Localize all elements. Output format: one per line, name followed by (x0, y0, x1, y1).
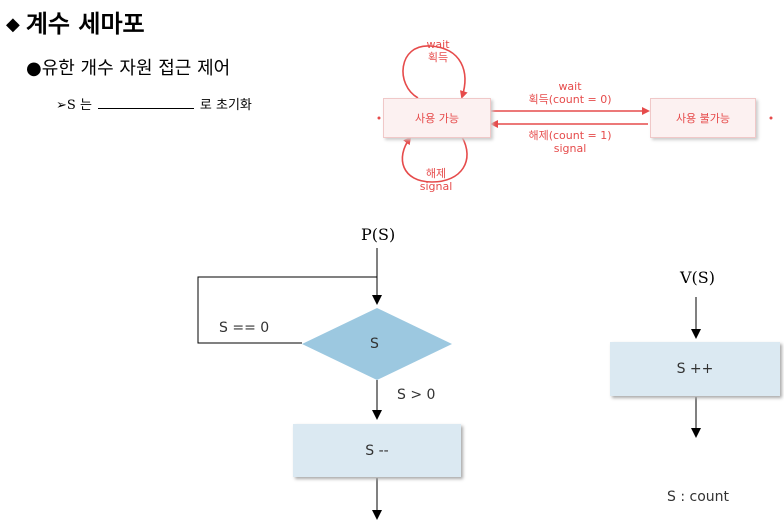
state-available-label: 사용 가능 (415, 112, 459, 125)
p-action-box: S -- (293, 424, 461, 477)
page-title: ◆계수 세마포 (6, 4, 145, 39)
p-exit-label: S > 0 (397, 387, 436, 403)
p-condition-label: S (370, 336, 379, 352)
p-flow-title: P(S) (361, 225, 396, 244)
sub-bullet-item: ➢S 는 로 초기화 (56, 94, 252, 113)
loop-bottom-arrow (401, 136, 468, 183)
sub-bullet-after: 로 초기화 (199, 98, 252, 113)
sub-bullet-var: S (66, 98, 76, 113)
state-unavailable-box: 사용 불가능 (650, 98, 756, 138)
v-action-box: S ++ (610, 342, 780, 396)
loop-bottom-label: 해제 signal (410, 167, 462, 193)
state-unavailable-label: 사용 불가능 (675, 112, 731, 125)
back-label-line1: 해제(count = 1) (528, 129, 612, 142)
arrow-bullet-icon: ➢ (56, 98, 67, 113)
forward-arrow-label: wait 획득(count = 0) (510, 80, 630, 106)
p-condition-diamond (302, 308, 452, 380)
p-loop-line (197, 276, 377, 344)
v-note: S : count (667, 489, 730, 505)
loop-top-label-line1: wait (426, 38, 450, 51)
state-available-box: 사용 가능 (383, 98, 491, 138)
round-bullet-icon: ● (26, 58, 42, 79)
bullet-item: ●유한 개수 자원 접근 제어 (26, 54, 230, 80)
loop-top-label: wait 획득 (415, 38, 461, 64)
forward-label-line2: 획득(count = 0) (528, 93, 612, 106)
forward-label-line1: wait (558, 80, 582, 93)
page-title-text: 계수 세마포 (25, 10, 145, 38)
loop-bottom-label-line1: 해제 (425, 167, 447, 180)
loop-top-label-line2: 획득 (427, 51, 449, 64)
diamond-bullet-icon: ◆ (6, 14, 20, 35)
fill-in-blank (97, 96, 194, 109)
loop-bottom-label-line2: signal (419, 180, 453, 193)
v-flow-title: V(S) (680, 268, 715, 287)
p-loop-label: S == 0 (219, 320, 270, 336)
v-action-label: S ++ (676, 361, 714, 377)
back-label-line2: signal (553, 142, 587, 155)
loop-top-arrow (402, 45, 468, 99)
sub-bullet-before: 는 (79, 98, 92, 113)
back-arrow-label: 해제(count = 1) signal (510, 129, 630, 155)
p-action-label: S -- (365, 442, 389, 459)
bullet-text: 유한 개수 자원 접근 제어 (41, 58, 231, 79)
